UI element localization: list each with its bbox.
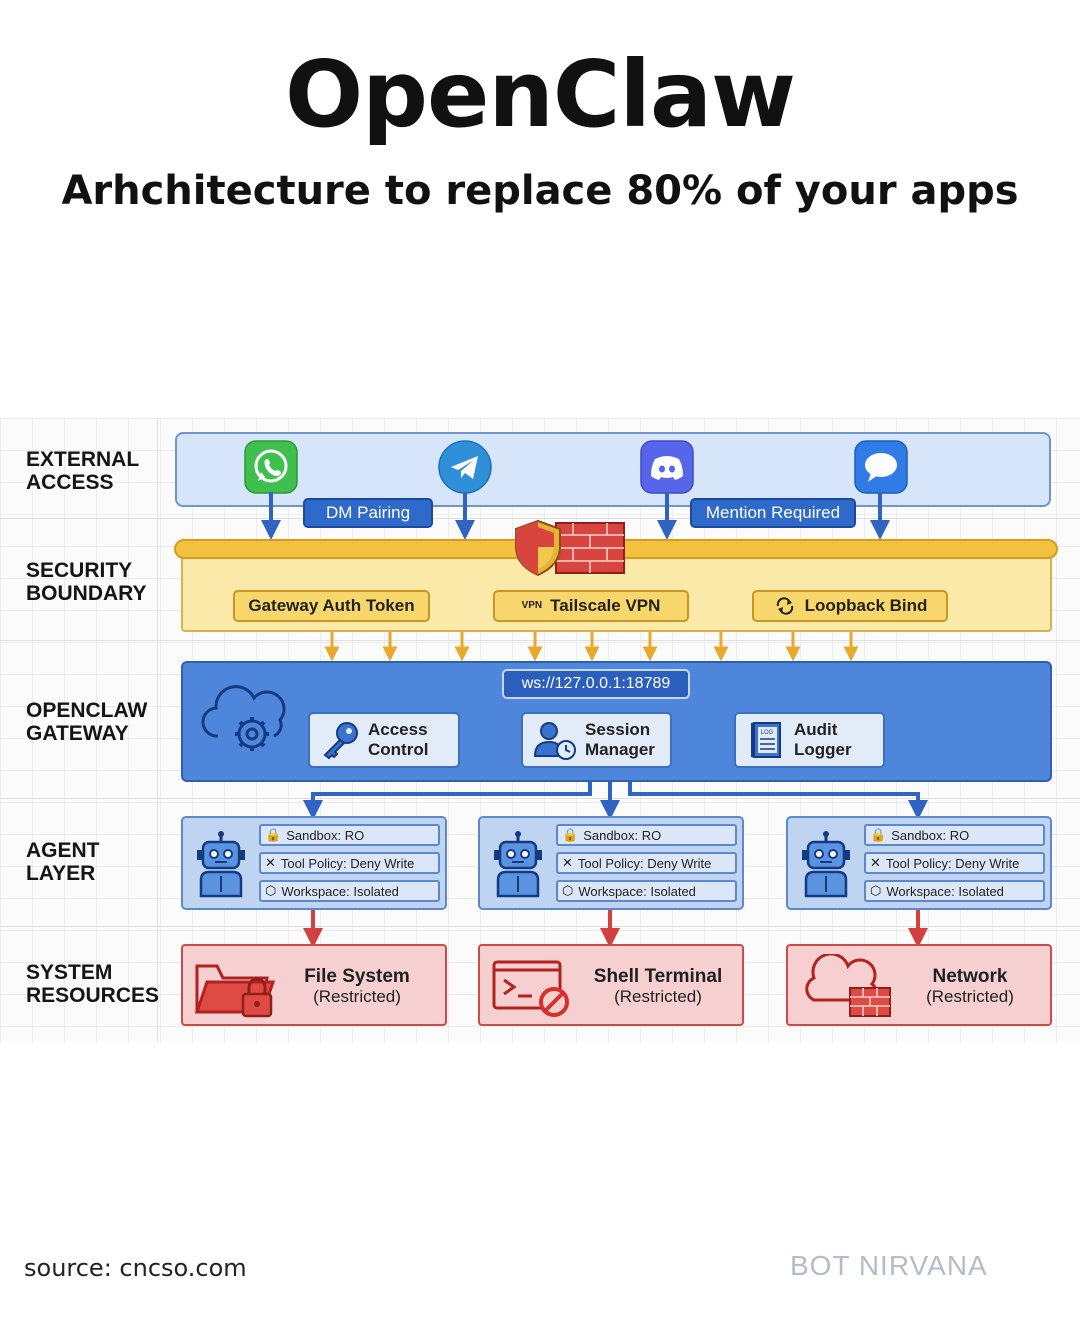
lock-icon: 🔒 (870, 827, 887, 842)
workspace-label: Workspace: Isolated (578, 883, 696, 899)
resource-name: Shell Terminal (593, 966, 723, 987)
layer-label-gateway: OPENCLAW GATEWAY (26, 699, 148, 745)
tailscale-vpn-label: Tailscale VPN (550, 596, 661, 615)
firewall-shield-icon (515, 519, 625, 577)
access-control-card: Access Control (308, 712, 460, 768)
sandbox-label: Sandbox: RO (891, 827, 970, 843)
resource-name: File System (304, 966, 410, 987)
user-clock-icon (533, 722, 576, 760)
tools-crossed-icon: ✕ (870, 855, 881, 870)
mention-required-label: Mention Required (690, 498, 856, 528)
loopback-bind-label: Loopback Bind (804, 596, 928, 615)
robot-icon (197, 831, 245, 898)
chat-bubble-icon (854, 440, 908, 494)
source-credit: source: cncso.com (24, 1254, 247, 1282)
agent-box: 🔒 Sandbox: RO ✕ Tool Policy: Deny Write ⬡ W… (478, 816, 744, 910)
cube-icon: ⬡ (870, 883, 882, 898)
websocket-address: ws://127.0.0.1:18789 (502, 669, 690, 699)
tool-policy: ✕ Tool Policy: Deny Write (259, 852, 440, 874)
discord-icon (640, 440, 694, 494)
access-control-label: Access Control (368, 720, 429, 759)
audit-logger-card: LOG Audit Logger (734, 712, 885, 768)
cloud-firewall-icon (805, 954, 891, 1017)
session-manager-label: Session Manager (585, 720, 655, 759)
sandbox-policy: 🔒 Sandbox: RO (259, 824, 440, 846)
layer-divider (0, 798, 1080, 799)
layer-label-agent: AGENT LAYER (26, 839, 100, 885)
sandbox-label: Sandbox: RO (583, 827, 662, 843)
workspace-policy: ⬡ Workspace: Isolated (556, 880, 737, 902)
layer-divider (0, 640, 1080, 641)
workspace-policy: ⬡ Workspace: Isolated (864, 880, 1045, 902)
gateway-auth-token-label: Gateway Auth Token (248, 596, 415, 615)
architecture-diagram: EXTERNAL ACCESS SECURITY BOUNDARY OPENCL… (0, 418, 1080, 1042)
loopback-bind-badge: Loopback Bind (752, 590, 948, 622)
resource-status: (Restricted) (313, 987, 401, 1006)
tool-policy-label: Tool Policy: Deny Write (885, 855, 1020, 871)
resource-name: Network (932, 966, 1008, 987)
log-badge: LOG (761, 730, 774, 736)
cube-icon: ⬡ (265, 883, 277, 898)
brand-logo: BOT NIRVANA (790, 1250, 988, 1281)
workspace-label: Workspace: Isolated (281, 883, 399, 899)
layer-divider (0, 926, 1080, 927)
whatsapp-icon (244, 440, 298, 494)
lock-icon: 🔒 (265, 827, 282, 842)
tool-policy: ✕ Tool Policy: Deny Write (556, 852, 737, 874)
tools-crossed-icon: ✕ (265, 855, 276, 870)
audit-logger-label: Audit Logger (794, 720, 852, 759)
network-box: Network (Restricted) (786, 944, 1052, 1026)
tool-policy-label: Tool Policy: Deny Write (280, 855, 415, 871)
sandbox-policy: 🔒 Sandbox: RO (864, 824, 1045, 846)
tailscale-vpn-badge: VPN Tailscale VPN (493, 590, 689, 622)
sandbox-label: Sandbox: RO (286, 827, 365, 843)
layer-label-external: EXTERNAL ACCESS (26, 448, 140, 494)
workspace-policy: ⬡ Workspace: Isolated (259, 880, 440, 902)
tool-policy: ✕ Tool Policy: Deny Write (864, 852, 1045, 874)
cloud-gear-icon (201, 685, 286, 751)
loop-arrows-icon (776, 597, 793, 615)
terminal-blocked-icon (492, 960, 569, 1017)
page-subtitle: Arhchitecture to replace 80% of your app… (61, 168, 1019, 214)
folder-lock-icon (194, 964, 276, 1018)
key-icon (323, 722, 358, 760)
file-system-text: File System (Restricted) (287, 966, 427, 1007)
session-manager-card: Session Manager (521, 712, 672, 768)
resource-status: (Restricted) (926, 987, 1014, 1006)
agent-box: 🔒 Sandbox: RO ✕ Tool Policy: Deny Write ⬡ W… (181, 816, 447, 910)
resource-status: (Restricted) (614, 987, 702, 1006)
tools-crossed-icon: ✕ (562, 855, 573, 870)
log-book-icon: LOG (751, 722, 781, 758)
layer-label-security: SECURITY BOUNDARY (26, 559, 147, 605)
sandbox-policy: 🔒 Sandbox: RO (556, 824, 737, 846)
workspace-label: Workspace: Isolated (886, 883, 1004, 899)
agent-box: 🔒 Sandbox: RO ✕ Tool Policy: Deny Write ⬡ W… (786, 816, 1052, 910)
label-column-divider (157, 418, 158, 1042)
cube-icon: ⬡ (562, 883, 574, 898)
layer-label-system: SYSTEM RESOURCES (26, 961, 160, 1007)
robot-icon (494, 831, 542, 898)
shell-terminal-box: Shell Terminal (Restricted) (478, 944, 744, 1026)
layer-divider (0, 518, 1080, 519)
network-text: Network (Restricted) (902, 966, 1038, 1007)
dm-pairing-label: DM Pairing (303, 498, 433, 528)
gateway-auth-token-badge: Gateway Auth Token (233, 590, 430, 622)
lock-icon: 🔒 (562, 827, 579, 842)
tool-policy-label: Tool Policy: Deny Write (577, 855, 712, 871)
file-system-box: File System (Restricted) (181, 944, 447, 1026)
robot-icon (802, 831, 850, 898)
page-title: OpenClaw (284, 41, 796, 148)
vpn-icon: VPN (521, 600, 543, 611)
shell-terminal-text: Shell Terminal (Restricted) (584, 966, 732, 1007)
